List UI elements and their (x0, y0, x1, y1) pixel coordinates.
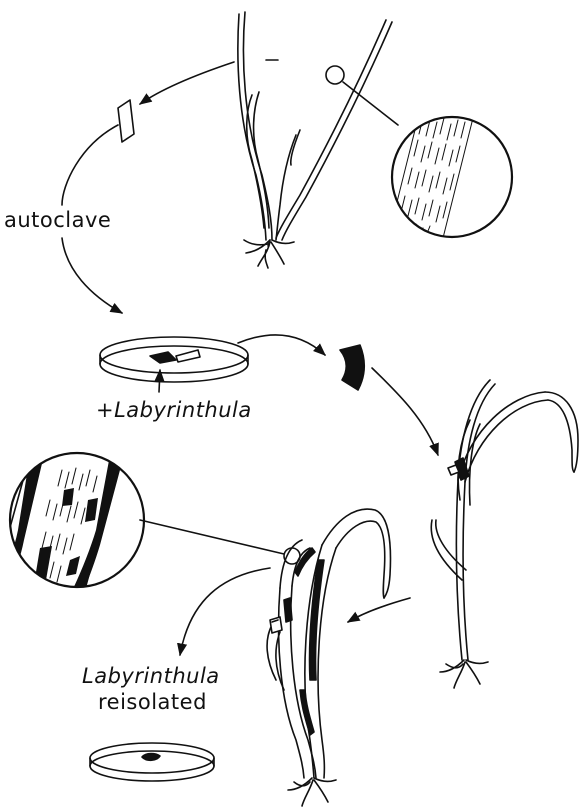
inoculated-eelgrass-plant (431, 380, 578, 688)
cut-leaf-arrow (140, 62, 234, 104)
autoclave-arrow-upper (62, 125, 118, 205)
disease-arrow (348, 598, 410, 622)
reisolated-label: reisolated (98, 690, 207, 714)
inoculation-arrow (372, 368, 438, 455)
infected-leaf-piece (340, 345, 364, 390)
healthy-eelgrass-plant (238, 12, 398, 268)
diseased-tissue-inset (0, 453, 144, 600)
reisolation-arrow (180, 568, 270, 655)
petri-dish-inoculated (100, 337, 248, 392)
diseased-eelgrass-plant (140, 509, 390, 806)
healthy-tissue-inset (385, 110, 512, 250)
cut-leaf-piece (118, 100, 134, 142)
transfer-arrow (238, 335, 325, 355)
autoclave-label: autoclave (4, 208, 111, 232)
petri-dish-reisolated (90, 743, 214, 781)
labyrinthula-label: Labyrinthula (82, 664, 220, 688)
plus-labyrinthula-label: +Labyrinthula (96, 398, 252, 422)
autoclave-arrow-lower (62, 238, 122, 313)
